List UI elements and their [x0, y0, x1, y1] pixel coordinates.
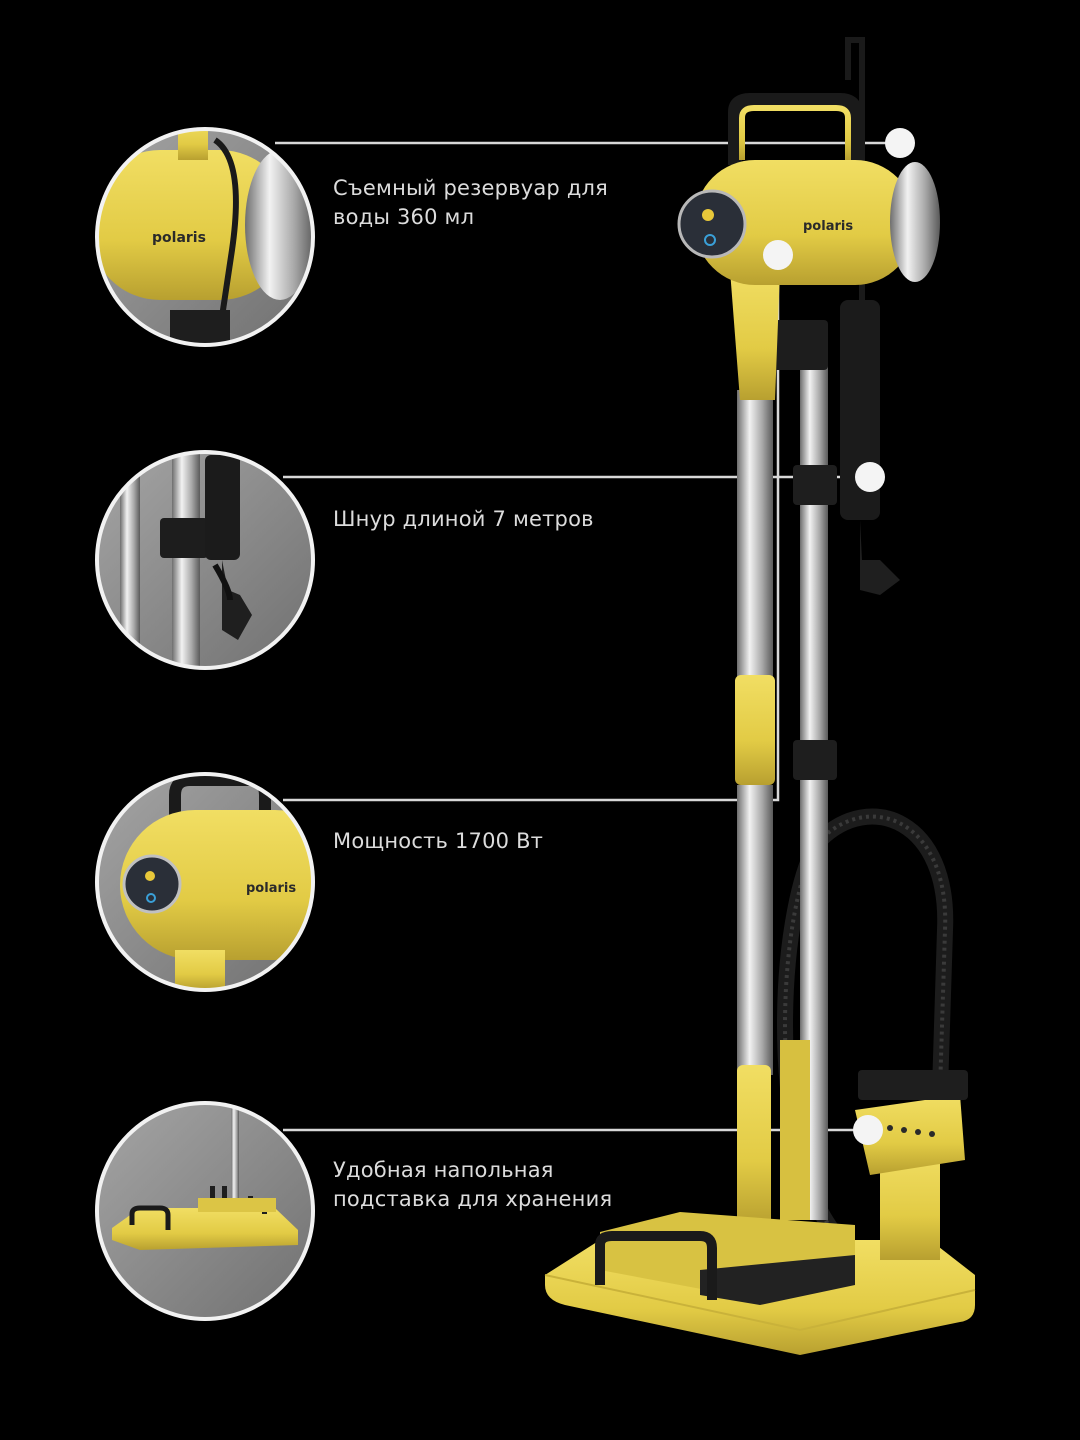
feature-label-cord: Шнур длиной 7 метров — [333, 507, 594, 531]
head-handle — [728, 93, 862, 165]
cord-holder-clip — [793, 465, 837, 505]
detail-circle-head: polaris — [95, 772, 315, 992]
front-pole-upper — [737, 390, 773, 690]
detail-circle-stand — [95, 1101, 315, 1321]
stand-handle — [595, 1231, 717, 1300]
dot-stand — [853, 1115, 883, 1145]
pole-foot — [737, 1065, 771, 1225]
callout-dots — [763, 128, 915, 1145]
front-pole-lower — [737, 785, 773, 1075]
dot-tank — [885, 128, 915, 158]
brand-logo-detail-3: polaris — [246, 881, 296, 896]
pole-joint — [735, 675, 775, 785]
steamer-head — [695, 160, 915, 285]
water-tank — [890, 162, 940, 282]
brand-logo-detail-1: polaris — [152, 230, 206, 246]
hose-connector — [780, 1040, 810, 1220]
rear-pole-clip — [793, 740, 837, 780]
feature-label-power: Мощность 1700 Вт — [333, 829, 544, 853]
detail-circle-cord — [95, 450, 315, 670]
control-panel — [677, 189, 747, 259]
callout-line-power — [283, 258, 780, 802]
detail-circle-tank: polaris — [95, 127, 315, 347]
dot-cord — [855, 462, 885, 492]
steamer-product: polaris — [544, 37, 976, 1355]
feature-label-tank: Съемный резервуар для воды 360 мл — [333, 176, 609, 229]
brush-head — [855, 1095, 965, 1175]
brush-bristles — [858, 1070, 968, 1100]
feature-label-stand: Удобная напольная подставка для хранения — [333, 1158, 613, 1211]
brand-logo-head: polaris — [803, 219, 853, 234]
dot-power — [763, 240, 793, 270]
head-neck — [730, 270, 780, 400]
plug — [860, 520, 900, 595]
